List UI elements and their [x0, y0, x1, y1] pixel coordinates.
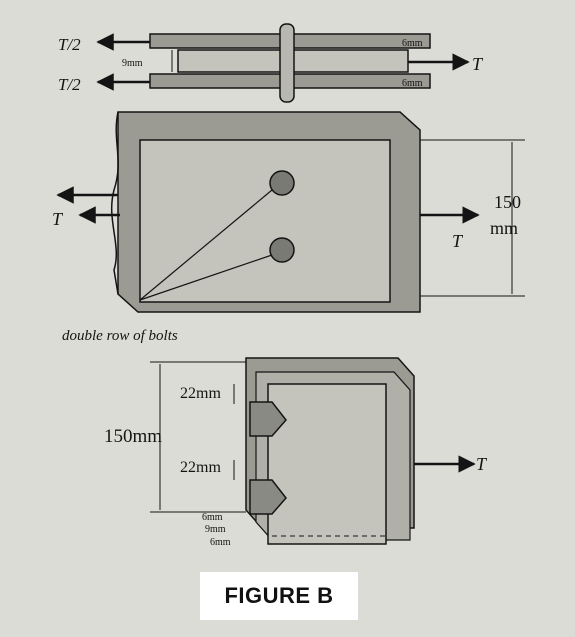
dim-150-value: 150 — [494, 192, 521, 212]
top-bolt-shank — [279, 23, 295, 103]
label-t-right-middle: T — [452, 231, 464, 251]
leader-bolt-lower — [139, 254, 273, 301]
label-t-half-upper: T/2 — [58, 35, 81, 54]
label-double-row-bolts: double row of bolts — [62, 328, 178, 344]
dim-150mm-label: 150mm — [104, 426, 162, 447]
label-t-left-middle: T — [52, 209, 64, 229]
middle-view: T T 150 mm double row of bolts — [52, 111, 525, 344]
dim-6mm-top: 6mm — [202, 512, 223, 523]
top-view: T/2 T/2 T 9mm 6mm 6mm — [58, 23, 484, 103]
dim-22mm-upper: 22mm — [180, 385, 221, 402]
dim-150-unit: mm — [490, 218, 518, 238]
bottom-view: 150mm 22mm 22mm T 6mm 9mm 6mm — [104, 357, 488, 548]
dim-9mm: 9mm — [205, 524, 226, 535]
dim-middle-9mm: 9mm — [122, 58, 143, 69]
middle-front-plate — [139, 139, 391, 303]
label-t-half-lower: T/2 — [58, 75, 81, 94]
label-t-right-top: T — [472, 54, 484, 74]
bolt-section-upper — [249, 401, 287, 437]
figure-caption: FIGURE B — [200, 572, 358, 620]
leader-bolt-upper — [139, 189, 273, 301]
dim-22mm-lower: 22mm — [180, 459, 221, 476]
dim-6mm-bottom: 6mm — [210, 537, 231, 548]
label-t-right-bottom: T — [476, 454, 488, 474]
bolt-head-lower — [269, 237, 295, 263]
bolt-section-lower — [249, 479, 287, 515]
dim-outer-6mm-lower: 6mm — [402, 78, 423, 89]
dim-outer-6mm-upper: 6mm — [402, 38, 423, 49]
bolt-head-upper — [269, 170, 295, 196]
middle-left-edge-tear — [110, 111, 119, 295]
bottom-front-plate — [267, 383, 387, 545]
